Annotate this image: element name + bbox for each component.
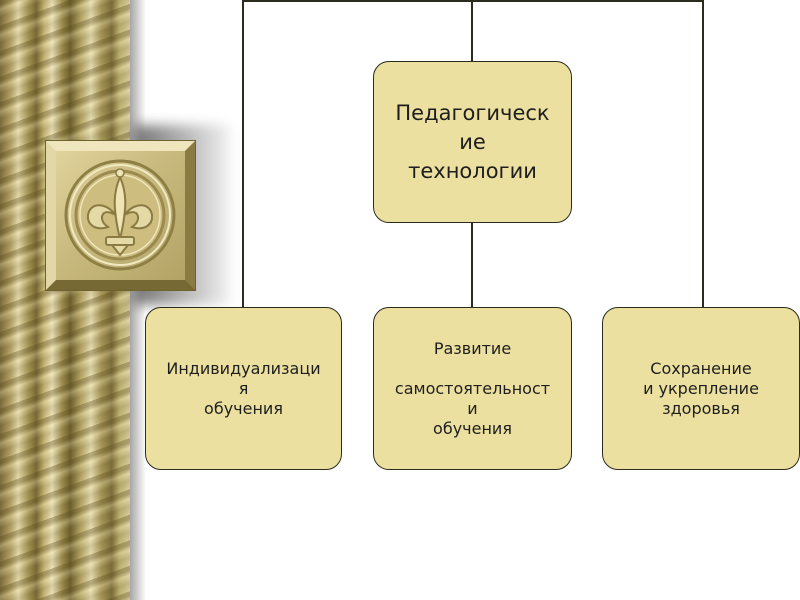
child-node-health-preservation: Сохранение и укрепление здоровья — [602, 307, 800, 470]
child-node-individualization: Индивидуализаци я обучения — [145, 307, 342, 470]
connector-top-horizontal — [242, 0, 704, 2]
lily-emblem-icon — [56, 151, 185, 280]
connector-center-bottom — [471, 222, 473, 308]
connector-left-vertical — [242, 0, 244, 308]
emblem — [46, 141, 195, 290]
connector-right-vertical — [702, 0, 704, 308]
connector-center-top — [471, 0, 473, 62]
decorative-rope-border — [0, 0, 130, 600]
root-node-pedagogical-technologies: Педагогическ ие технологии — [373, 61, 572, 223]
child-node-independence-development: Развитие самостоятельност и обучения — [373, 307, 572, 470]
